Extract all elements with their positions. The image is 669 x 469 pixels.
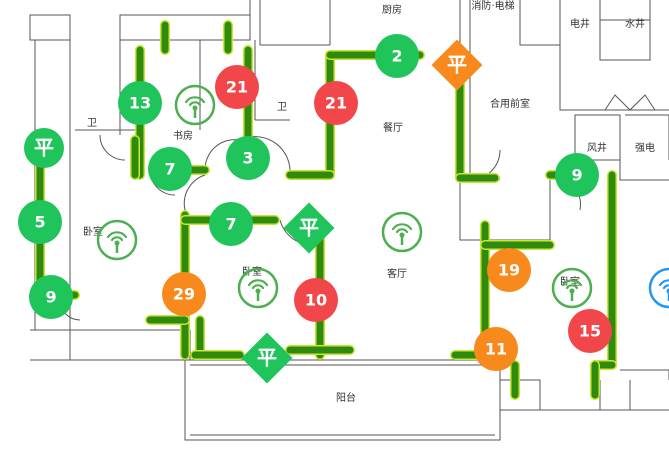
wifi-ap-icon[interactable]: [648, 267, 669, 309]
attenuation-value: 5: [34, 213, 45, 232]
attenuating-walls: [35, 20, 617, 400]
attenuation-badge[interactable]: 3: [226, 136, 270, 180]
attenuation-badge[interactable]: 10: [294, 278, 338, 322]
access-points: [96, 84, 669, 309]
attenuation-value: 10: [305, 291, 327, 310]
attenuation-badge[interactable]: 7: [148, 147, 192, 191]
attenuation-badge[interactable]: 15: [568, 309, 612, 353]
attenuation-value: 13: [129, 94, 151, 113]
attenuation-badge[interactable]: 7: [209, 202, 253, 246]
room-label-fire-room: 消防·电梯: [471, 0, 514, 12]
room-label-study: 书房: [173, 129, 193, 142]
attenuation-value: 21: [325, 94, 347, 113]
room-label-air-shaft: 风井: [587, 141, 607, 154]
flat-marker-label: 平: [299, 216, 319, 240]
flat-marker-label: 平: [34, 136, 54, 160]
plan-outlines: [29, 0, 669, 441]
attenuation-badge[interactable]: 11: [474, 327, 518, 371]
flat-marker-label: 平: [447, 53, 467, 77]
flat-marker-label: 平: [257, 346, 277, 370]
room-label-electric-well: 电井: [570, 17, 590, 30]
attenuation-value: 7: [164, 160, 175, 179]
wifi-ap-icon[interactable]: [96, 219, 138, 261]
attenuation-badge[interactable]: 13: [118, 81, 162, 125]
flat-marker[interactable]: 平: [24, 128, 64, 168]
room-label-balcony: 阳台: [336, 391, 356, 404]
room-label-strong-power: 强电: [635, 141, 655, 154]
room-label-front-room: 合用前室: [490, 97, 530, 110]
wifi-ap-icon[interactable]: [381, 211, 423, 253]
attenuation-value: 19: [498, 261, 520, 280]
attenuation-badge[interactable]: 5: [18, 200, 62, 244]
attenuation-badge[interactable]: 2: [375, 34, 419, 78]
room-label-living: 客厅: [387, 267, 407, 280]
attenuation-value: 3: [242, 149, 253, 168]
attenuation-badge[interactable]: 19: [487, 248, 531, 292]
room-label-water-well: 水井: [625, 17, 645, 30]
attenuation-badge[interactable]: 9: [29, 275, 73, 319]
attenuation-badge[interactable]: 29: [162, 272, 206, 316]
room-label-bath-1: 卫: [87, 118, 97, 129]
flat-marker[interactable]: 平: [241, 332, 293, 384]
attenuation-value: 21: [226, 78, 248, 97]
room-label-kitchen: 厨房: [382, 3, 402, 16]
room-label-dining: 餐厅: [383, 121, 403, 134]
flat-marker[interactable]: 平: [431, 39, 483, 91]
attenuation-value: 2: [391, 47, 402, 66]
attenuation-value: 29: [173, 285, 195, 304]
room-label-bed-2: 卧室: [242, 265, 262, 278]
attenuation-badge[interactable]: 21: [215, 65, 259, 109]
attenuation-value: 9: [45, 288, 56, 307]
room-label-bath-2: 卫: [277, 102, 287, 113]
attenuation-value: 15: [579, 322, 601, 341]
attenuation-value: 7: [225, 215, 236, 234]
attenuation-badge[interactable]: 9: [555, 153, 599, 197]
wifi-ap-icon[interactable]: [174, 84, 216, 126]
wifi-ap-icon[interactable]: [237, 267, 279, 309]
wifi-ap-icon[interactable]: [551, 267, 593, 309]
room-labels: 厨房消防·电梯水井电井卫书房卫餐厅合用前室风井强电卧室卧室客厅卧室阳台: [83, 0, 655, 404]
attenuation-value: 9: [571, 166, 582, 185]
attenuation-value: 11: [485, 340, 507, 359]
flat-marker[interactable]: 平: [283, 202, 335, 254]
attenuation-badge[interactable]: 21: [314, 81, 358, 125]
attenuation-badges: 13 21 21 2 7 3 5 9 7 29 10 9 19 11 15: [18, 34, 612, 371]
